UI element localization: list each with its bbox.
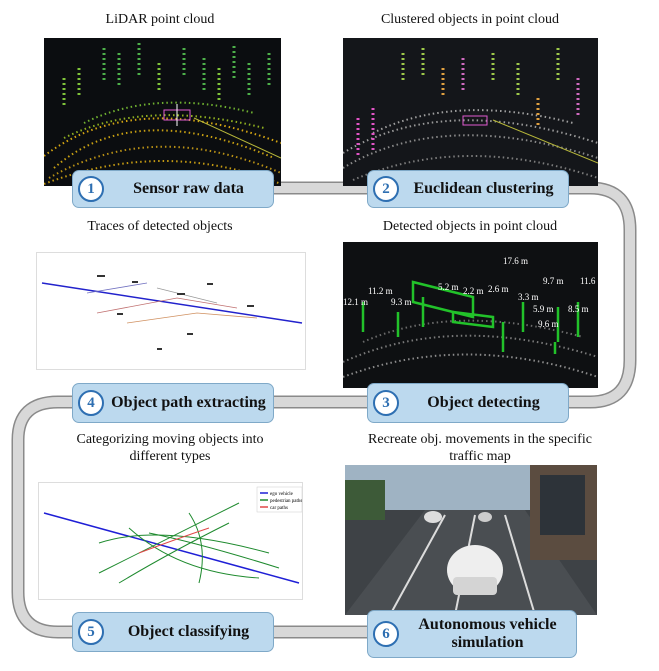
detection-label: 11.6 bbox=[580, 276, 596, 286]
classification-plot: ego vehicle pedestrian paths car paths bbox=[43, 486, 302, 584]
step-number-badge: 4 bbox=[78, 390, 104, 416]
traces-plot-image bbox=[36, 252, 306, 370]
stage-label: Object detecting bbox=[427, 394, 540, 411]
legend-ego-vehicle: ego vehicle bbox=[270, 492, 294, 497]
step-number-badge: 3 bbox=[373, 390, 399, 416]
step-number-badge: 5 bbox=[78, 619, 104, 645]
simulation-image bbox=[345, 465, 597, 615]
caption-detected: Detected objects in point cloud bbox=[382, 219, 558, 234]
caption-lidar: LiDAR point cloud bbox=[105, 12, 215, 27]
detection-label: 8.5 m bbox=[568, 304, 589, 314]
stage-label: Sensor raw data bbox=[133, 180, 244, 197]
detection-scene: 17.6 m 11.2 m 5.2 m 9.7 m 11.6 12.1 m 9.… bbox=[343, 256, 598, 378]
stage-label: Autonomous vehicle simulation bbox=[418, 616, 557, 651]
step-number-badge: 6 bbox=[373, 621, 399, 647]
lidar-points bbox=[44, 43, 281, 185]
simulation-scene bbox=[345, 465, 597, 615]
clustered-point-cloud-image bbox=[343, 38, 598, 186]
detection-label: 2.2 m bbox=[463, 286, 484, 296]
legend-car-paths: car paths bbox=[270, 506, 288, 511]
step-number-badge: 1 bbox=[78, 176, 104, 202]
stage-object-path-extracting: 4 Object path extracting bbox=[72, 383, 274, 423]
stage-object-detecting: 3 Object detecting bbox=[367, 383, 569, 423]
caption-categorizing: Categorizing moving objects into differe… bbox=[76, 432, 264, 464]
detection-label: 17.6 m bbox=[503, 256, 528, 266]
detection-label: 12.1 m bbox=[343, 297, 368, 307]
stage-label: Object classifying bbox=[127, 623, 250, 640]
traces-plot bbox=[41, 275, 303, 350]
detection-label: 3.3 m bbox=[518, 292, 539, 302]
caption-traces: Traces of detected objects bbox=[87, 219, 233, 234]
caption-clustered: Clustered objects in point cloud bbox=[380, 12, 560, 27]
stage-euclidean-clustering: 2 Euclidean clustering bbox=[367, 170, 569, 208]
stage-autonomous-vehicle-simulation: 6 Autonomous vehicle simulation bbox=[367, 610, 577, 658]
caption-recreate: Recreate obj. movements in the specific … bbox=[368, 432, 592, 464]
lidar-point-cloud-image bbox=[44, 38, 281, 186]
stage-label: Euclidean clustering bbox=[413, 180, 554, 197]
step-number-badge: 2 bbox=[373, 176, 399, 202]
detected-objects-image: 17.6 m 11.2 m 5.2 m 9.7 m 11.6 12.1 m 9.… bbox=[343, 242, 598, 388]
detection-label: 2.6 m bbox=[488, 284, 509, 294]
stage-object-classifying: 5 Object classifying bbox=[72, 612, 274, 652]
stage-label: Object path extracting bbox=[111, 394, 266, 411]
detection-label: 9.7 m bbox=[543, 276, 564, 286]
detection-label: 11.2 m bbox=[368, 286, 393, 296]
classification-plot-image: ego vehicle pedestrian paths car paths bbox=[38, 482, 303, 600]
detection-label: 9.3 m bbox=[391, 297, 412, 307]
stage-sensor-raw-data: 1 Sensor raw data bbox=[72, 170, 274, 208]
detection-label: 5.9 m bbox=[533, 304, 554, 314]
cluster-points bbox=[343, 48, 598, 181]
legend-pedestrian-paths: pedestrian paths bbox=[270, 499, 302, 504]
detection-label: 9.6 m bbox=[538, 319, 559, 329]
plot-legend: ego vehicle pedestrian paths car paths bbox=[256, 486, 302, 513]
detection-label: 5.2 m bbox=[438, 282, 459, 292]
